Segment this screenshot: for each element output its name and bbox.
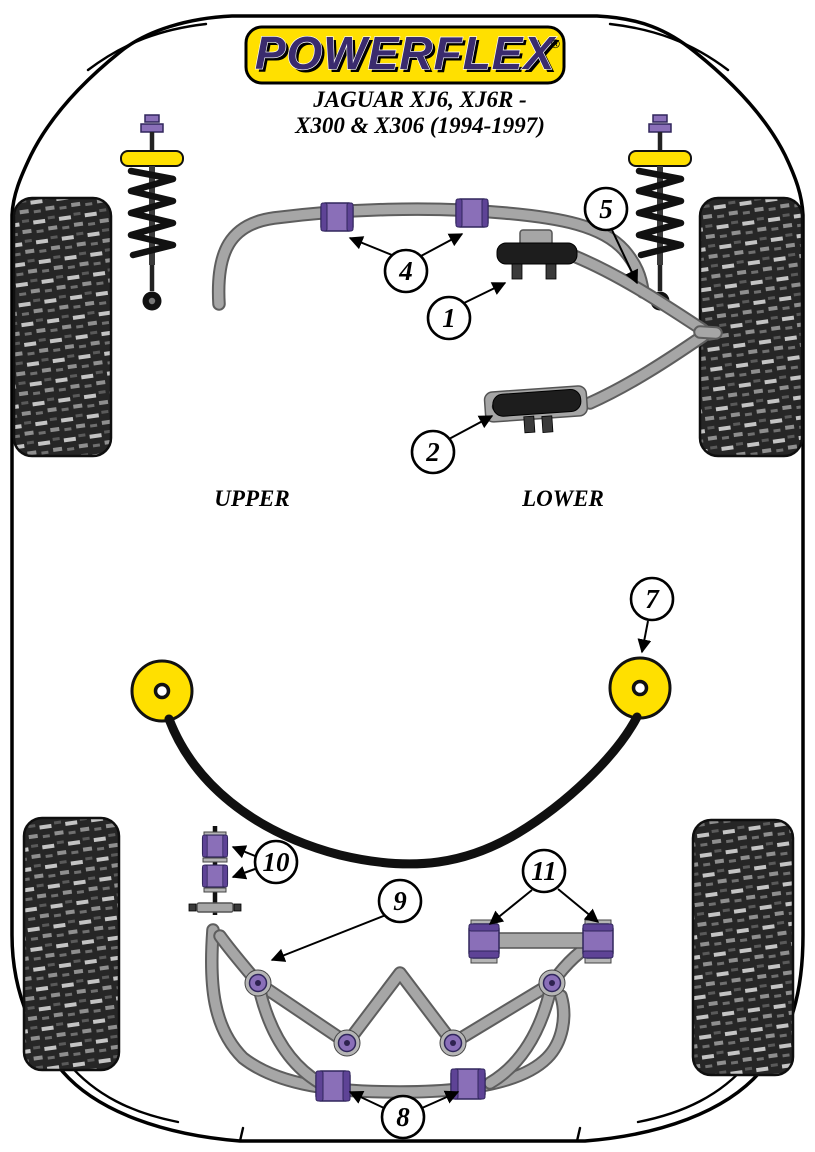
callout-8-number: 8 [396,1102,410,1132]
body-seam-bottom-left [66,1061,180,1124]
callout-7-number: 7 [645,584,660,614]
body-seam-top-left [86,22,208,72]
callout-1-number: 1 [442,303,456,333]
subframe-bush-front-right [538,969,566,997]
callout-9-number: 9 [393,886,407,916]
rear-mount-right [608,656,672,720]
lower-wishbone-bush [483,385,589,434]
body-seam-top-right [608,22,730,72]
callout-1: 1 [426,295,472,341]
rear-arb-bush-left [315,1070,351,1102]
rear-anti-roll-bar [164,712,642,869]
tire-rear-left [22,816,121,1072]
callout-2-number: 2 [425,437,440,467]
upper-wishbone-bush [496,229,578,280]
body-notch-right [575,1126,582,1143]
body-notch-left [238,1126,245,1143]
callout-7: 7 [629,576,675,622]
vehicle-title-line2: X300 & X306 (1994-1997) [294,113,545,138]
label-upper: UPPER [214,486,289,511]
registered-mark: ® [551,37,560,51]
subframe-bush-front-left [244,969,272,997]
drop-link-assembly [188,826,242,915]
powerflex-logo: POWERFLEX POWERFLEX ® [244,25,566,85]
front-arb-bush-right [455,198,489,228]
front-arb-bush-left [320,202,354,232]
callout-8: 8 [380,1094,426,1140]
callout-5: 5 [583,186,629,232]
subframe-bush-mid-left [333,1029,361,1057]
label-lower: LOWER [521,486,604,511]
callout-10-number: 10 [263,847,291,877]
rear-lower-bar [205,923,571,1099]
callout-10: 10 [253,839,299,885]
callout-11: 11 [521,848,567,894]
tire-rear-right [691,818,795,1077]
tire-front-left [12,196,113,458]
callout-9: 9 [377,878,423,924]
vehicle-title-line1: JAGUAR XJ6, XJ6R - [312,87,526,112]
callout-5-number: 5 [599,194,613,224]
callout-arrows [231,229,652,1109]
rear-arb-bush-right [450,1068,486,1100]
upper-arm-tubes [567,249,723,410]
logo-text-shadow: POWERFLEX [258,30,560,82]
callout-4-number: 4 [398,256,413,286]
subframe-bush-mid-right [439,1029,467,1057]
callout-11-number: 11 [531,856,557,886]
callout-4: 4 [383,248,429,294]
callout-2: 2 [410,429,456,475]
rear-mount-left [130,659,194,723]
logo-text: POWERFLEX [255,27,557,79]
